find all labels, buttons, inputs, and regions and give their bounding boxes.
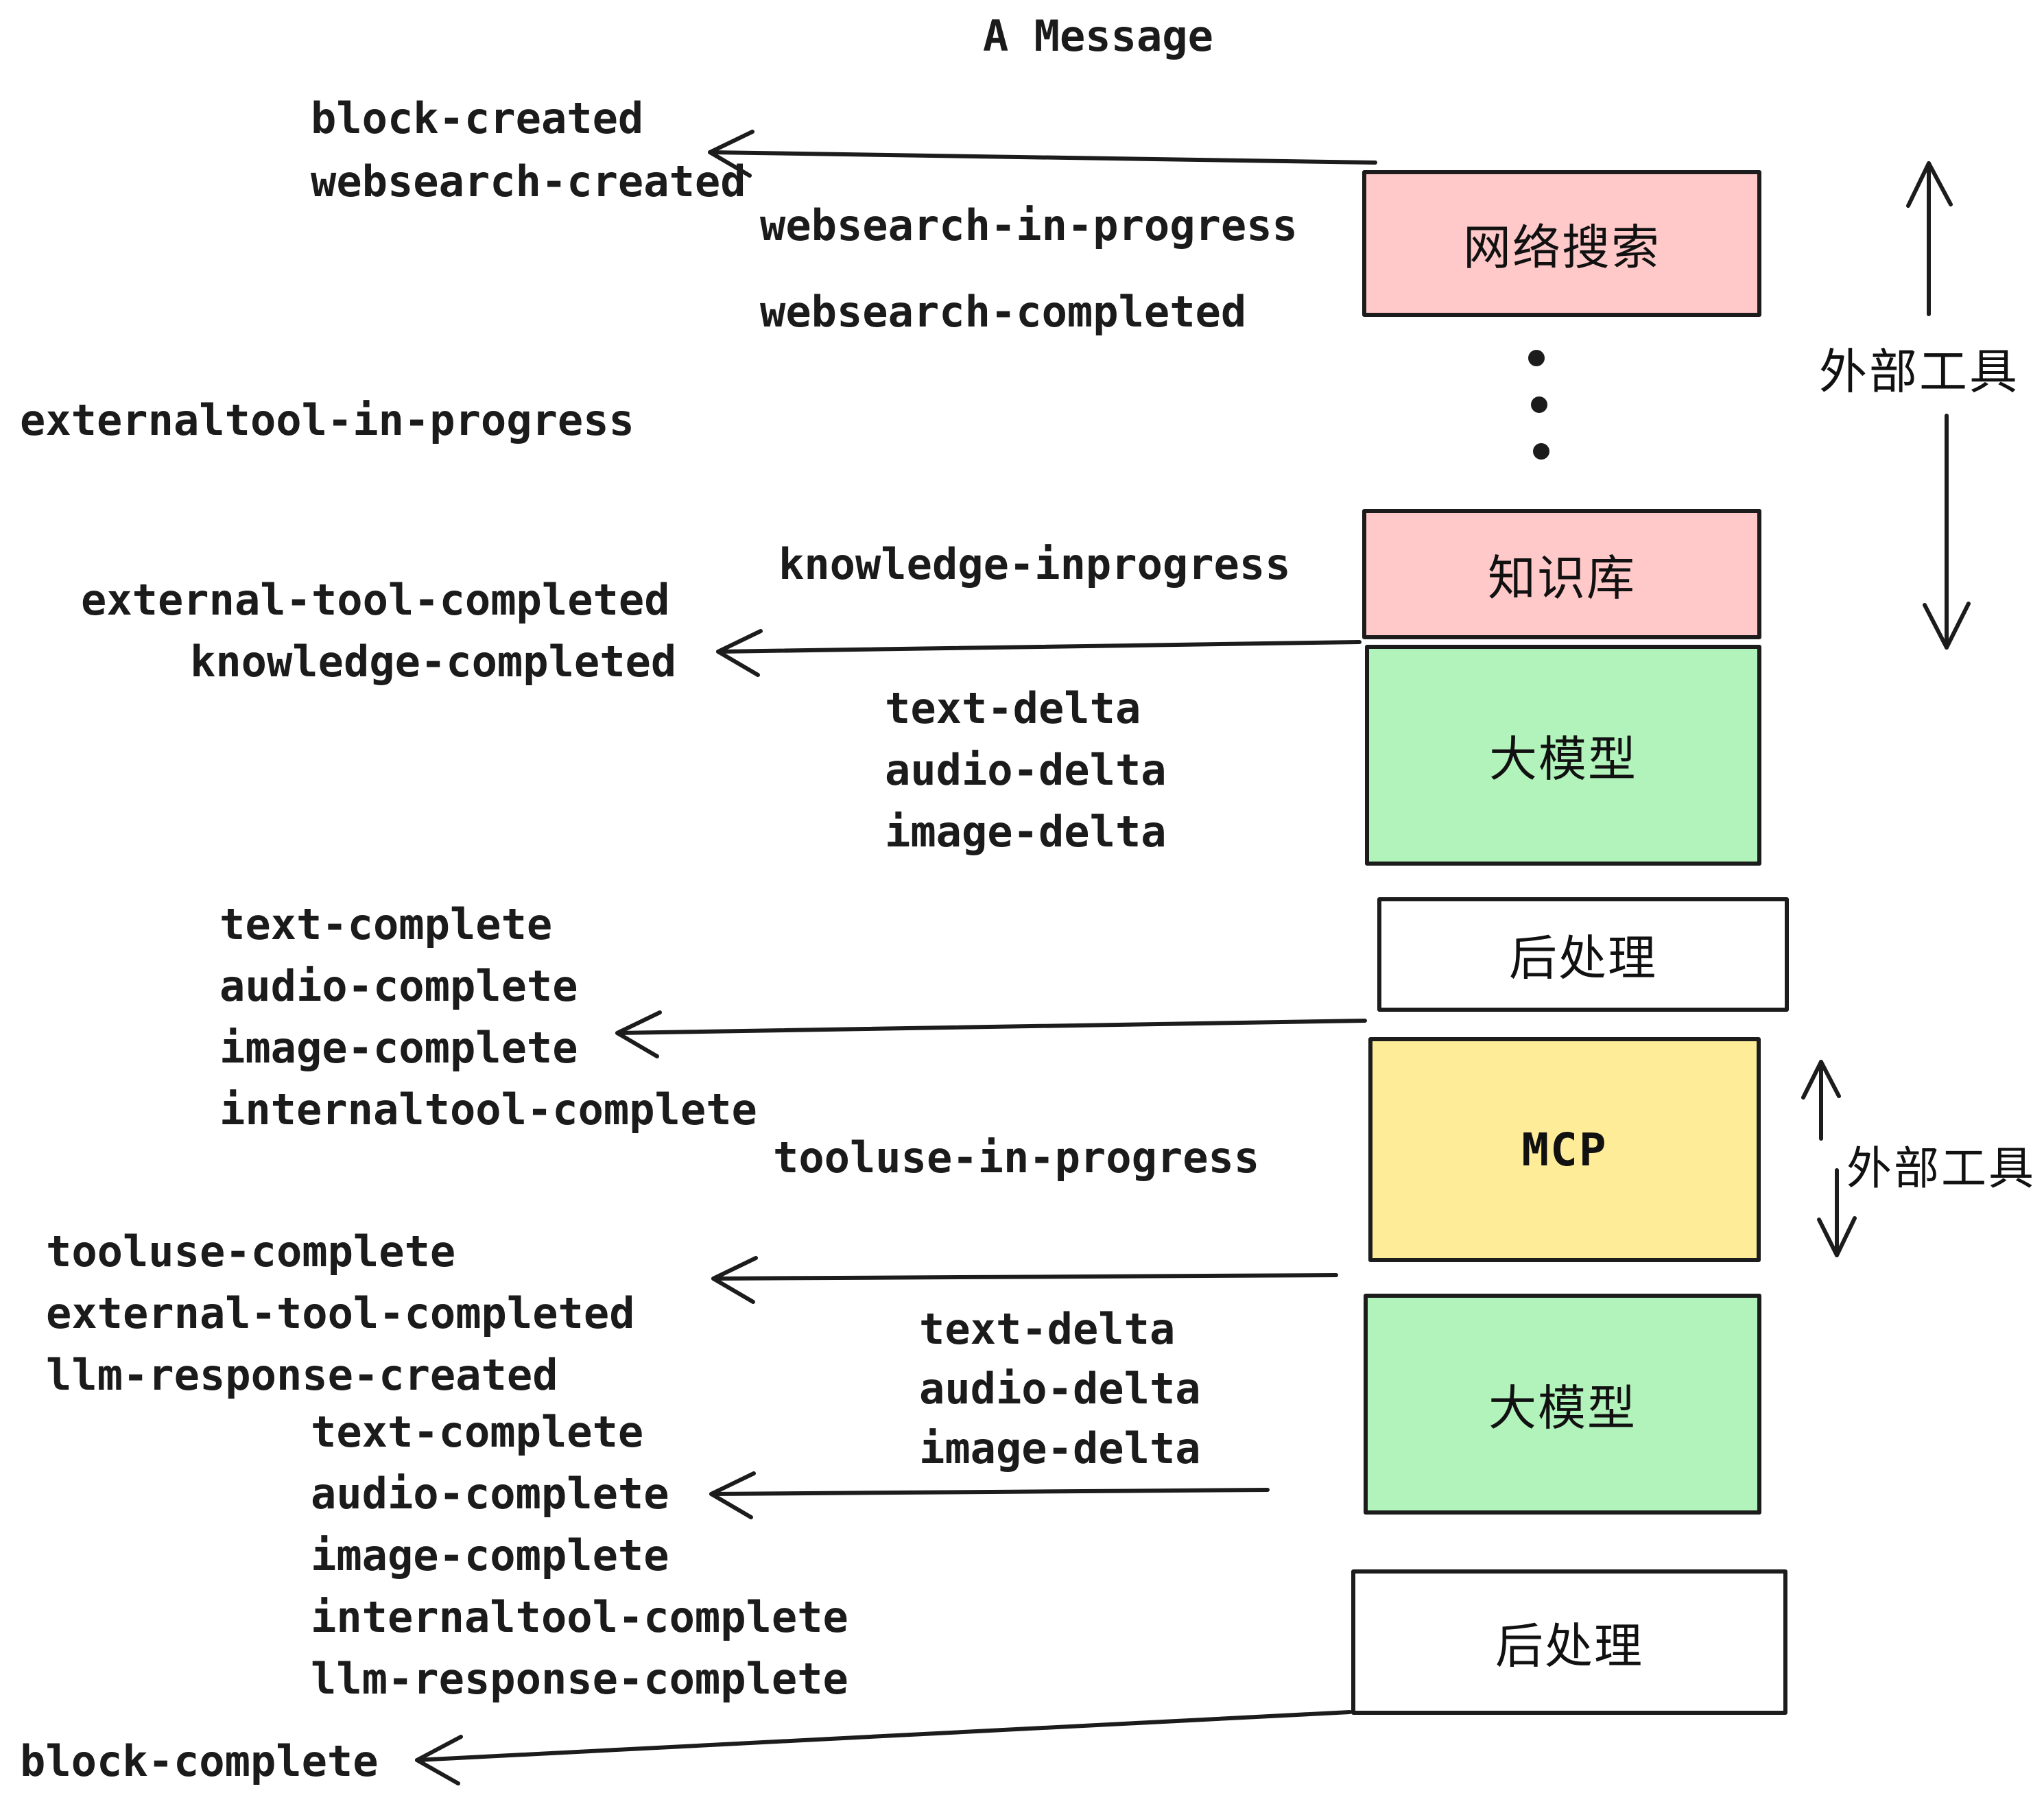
event-block-created: block-created (311, 93, 644, 143)
event-llm-response-created: llm-response-created (46, 1350, 558, 1400)
arrow-to-external-tool-completed (711, 1256, 1338, 1304)
external-tools-up-arrow (1906, 161, 1953, 316)
event-audio-complete-2: audio-complete (311, 1469, 669, 1519)
event-external-tool-completed-2: external-tool-completed (46, 1288, 635, 1338)
websearch-box: 网络搜索 (1362, 170, 1761, 317)
mcp-box: MCP (1368, 1037, 1761, 1262)
event-text-delta-1: text-delta (885, 683, 1141, 733)
arrow-to-websearch-created (708, 130, 1377, 178)
event-image-complete-1: image-complete (219, 1023, 578, 1073)
event-external-tool-completed-1: external-tool-completed (81, 575, 670, 625)
event-text-complete-2: text-complete (311, 1407, 644, 1457)
diagram-title: A Message (983, 11, 1213, 61)
postprocess-box-2-label: 后处理 (1495, 1619, 1643, 1673)
websearch-box-label: 网络搜索 (1463, 220, 1661, 274)
event-image-delta-2: image-delta (919, 1423, 1201, 1473)
event-audio-delta-2: audio-delta (919, 1364, 1201, 1414)
external-tools-down-arrow (1923, 414, 1971, 650)
knowledge-base-box: 知识库 (1362, 509, 1761, 639)
event-block-complete: block-complete (20, 1736, 379, 1786)
event-image-complete-2: image-complete (311, 1530, 669, 1580)
event-tooluse-in-progress: tooluse-in-progress (773, 1132, 1260, 1183)
arrow-to-image-complete (615, 1010, 1367, 1058)
ellipsis-dots (1528, 350, 1549, 460)
postprocess-box-1: 后处理 (1377, 897, 1789, 1012)
event-internaltool-complete-2: internaltool-complete (311, 1592, 848, 1642)
mcp-up-arrow (1801, 1060, 1841, 1141)
external-tools-label-top: 外部工具 (1819, 345, 2019, 399)
event-knowledge-inprogress: knowledge-inprogress (779, 539, 1291, 589)
llm-box-1: 大模型 (1365, 645, 1761, 866)
event-knowledge-completed: knowledge-completed (190, 637, 677, 687)
event-image-delta-1: image-delta (885, 807, 1167, 857)
event-audio-complete-1: audio-complete (219, 961, 578, 1011)
mcp-box-label: MCP (1521, 1123, 1608, 1176)
event-llm-response-complete: llm-response-complete (311, 1654, 848, 1704)
event-websearch-in-progress: websearch-in-progress (760, 200, 1298, 250)
event-websearch-completed: websearch-completed (760, 287, 1247, 337)
llm-box-1-label: 大模型 (1489, 732, 1637, 786)
arrow-to-knowledge-completed (716, 629, 1362, 677)
event-text-complete-1: text-complete (219, 899, 553, 949)
llm-box-2-label: 大模型 (1488, 1381, 1637, 1435)
event-text-delta-2: text-delta (919, 1304, 1176, 1354)
postprocess-box-1-label: 后处理 (1509, 931, 1657, 985)
external-tools-label-mcp: 外部工具 (1846, 1143, 2036, 1194)
arrow-to-audio-complete (709, 1471, 1270, 1519)
event-tooluse-complete: tooluse-complete (46, 1226, 456, 1277)
knowledge-base-box-label: 知识库 (1488, 551, 1636, 605)
event-externaltool-in-progress: externaltool-in-progress (20, 395, 634, 445)
llm-box-2: 大模型 (1364, 1294, 1761, 1515)
arrow-to-block-complete (415, 1710, 1352, 1785)
event-internaltool-complete-1: internaltool-complete (219, 1084, 757, 1135)
event-websearch-created: websearch-created (311, 156, 746, 206)
event-audio-delta-1: audio-delta (885, 745, 1167, 795)
postprocess-box-2: 后处理 (1351, 1569, 1787, 1715)
